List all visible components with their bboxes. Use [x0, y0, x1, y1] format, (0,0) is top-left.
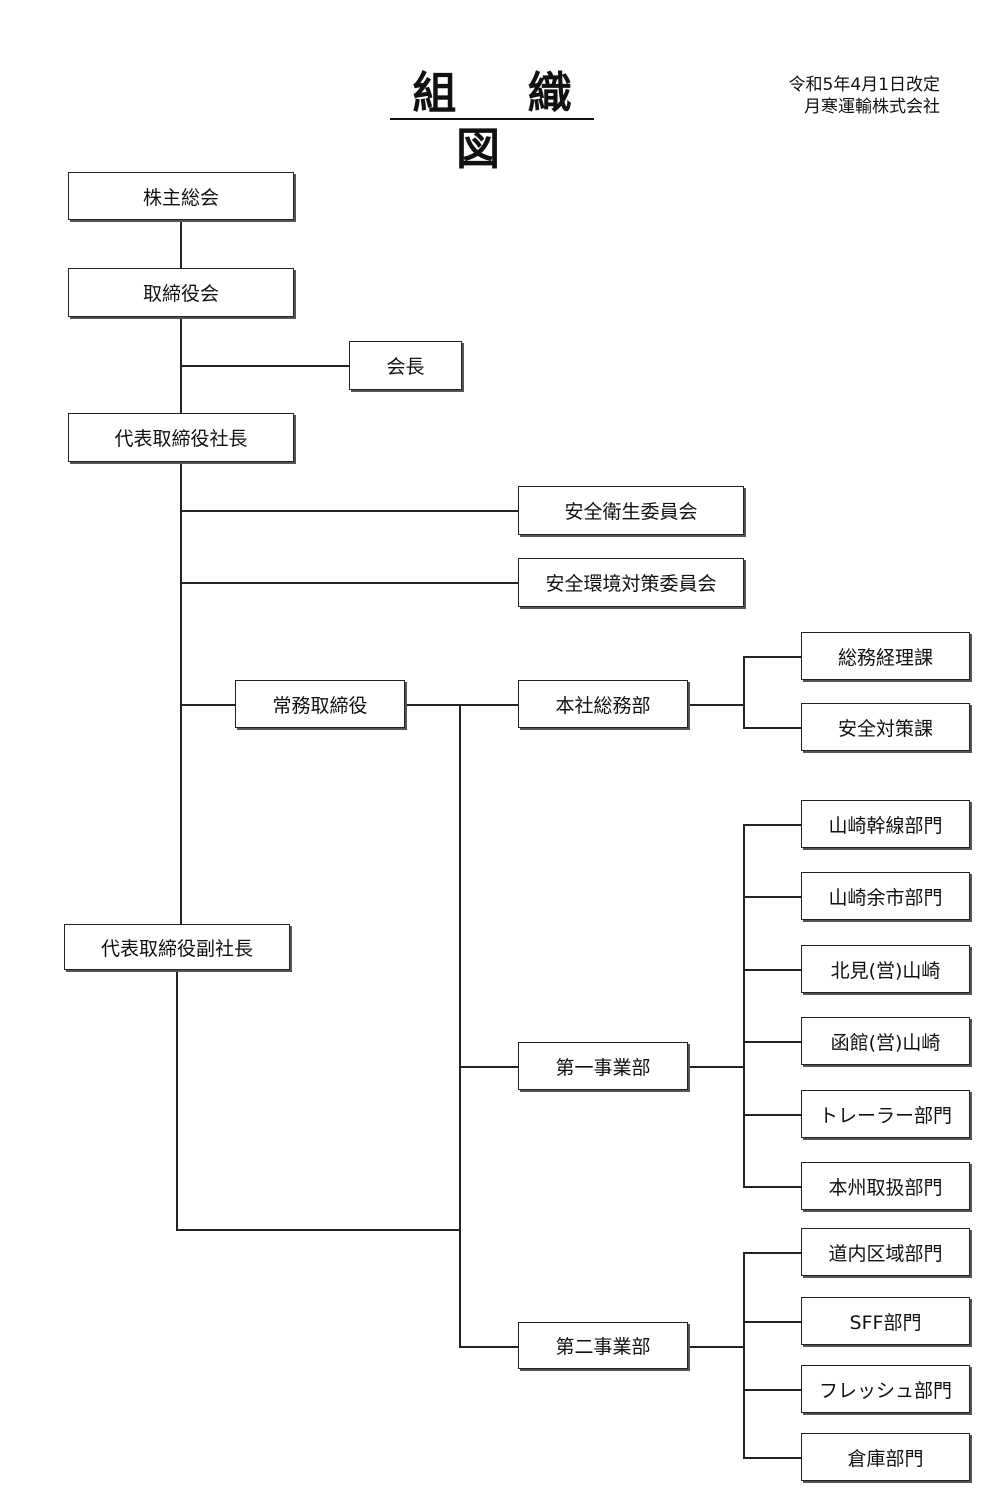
org-box-div2: 第二事業部: [518, 1322, 688, 1369]
connector: [459, 704, 461, 1348]
org-box-managing-director: 常務取締役: [235, 680, 405, 728]
connector: [743, 656, 801, 658]
connector: [743, 824, 801, 826]
connector: [743, 1321, 801, 1323]
connector: [743, 1041, 801, 1043]
connector: [743, 1457, 801, 1459]
connector: [743, 1186, 801, 1188]
org-box-div2-unit: SFF部門: [801, 1297, 970, 1345]
connector: [180, 704, 235, 706]
org-box-div2-unit: 倉庫部門: [801, 1433, 970, 1481]
org-box-div1-unit: 山崎幹線部門: [801, 800, 970, 848]
document-meta: 令和5年4月1日改定 月寒運輸株式会社: [740, 74, 940, 118]
org-box-div1: 第一事業部: [518, 1042, 688, 1090]
connector: [176, 969, 178, 1230]
connector: [180, 365, 349, 367]
org-box-vice-president: 代表取締役副社長: [64, 924, 290, 970]
connector: [743, 1114, 801, 1116]
connector: [176, 1229, 460, 1231]
org-box-safety-measures: 安全対策課: [801, 703, 970, 751]
org-box-chairman: 会長: [349, 341, 462, 390]
org-box-president: 代表取締役社長: [68, 413, 294, 462]
connector: [404, 704, 518, 706]
org-box-div1-unit: 本州取扱部門: [801, 1162, 970, 1210]
title-underline: [390, 118, 594, 120]
connector: [688, 1066, 744, 1068]
connector: [743, 824, 745, 1187]
connector: [743, 656, 745, 728]
connector: [459, 1346, 518, 1348]
connector: [743, 896, 801, 898]
org-box-div1-unit: 山崎余市部門: [801, 872, 970, 920]
connector: [743, 969, 801, 971]
company-name: 月寒運輸株式会社: [804, 97, 940, 117]
org-box-shareholders: 株主総会: [68, 172, 294, 220]
org-box-div2-unit: フレッシュ部門: [801, 1365, 970, 1413]
connector: [688, 704, 744, 706]
revision-date: 令和5年4月1日改定: [788, 75, 940, 95]
org-box-div1-unit: 北見(営)山崎: [801, 945, 970, 993]
page-title: 組 織 図: [412, 68, 600, 175]
connector: [180, 582, 518, 584]
org-box-div1-unit: 函館(営)山崎: [801, 1017, 970, 1065]
connector: [180, 219, 182, 269]
org-box-div2-unit: 道内区域部門: [801, 1228, 970, 1276]
connector: [743, 1389, 801, 1391]
org-box-board: 取締役会: [68, 268, 294, 317]
org-box-safety-env-committee: 安全環境対策委員会: [518, 558, 744, 607]
org-box-hq-general-affairs: 本社総務部: [518, 680, 688, 728]
connector: [743, 1252, 745, 1458]
connector: [743, 1252, 801, 1254]
org-box-div1-unit: トレーラー部門: [801, 1090, 970, 1138]
org-box-general-accounting: 総務経理課: [801, 632, 970, 680]
org-box-safety-health-committee: 安全衛生委員会: [518, 486, 744, 535]
connector: [743, 727, 801, 729]
connector: [180, 316, 182, 413]
connector: [180, 510, 518, 512]
connector: [180, 461, 182, 924]
connector: [688, 1346, 744, 1348]
connector: [459, 1066, 518, 1068]
